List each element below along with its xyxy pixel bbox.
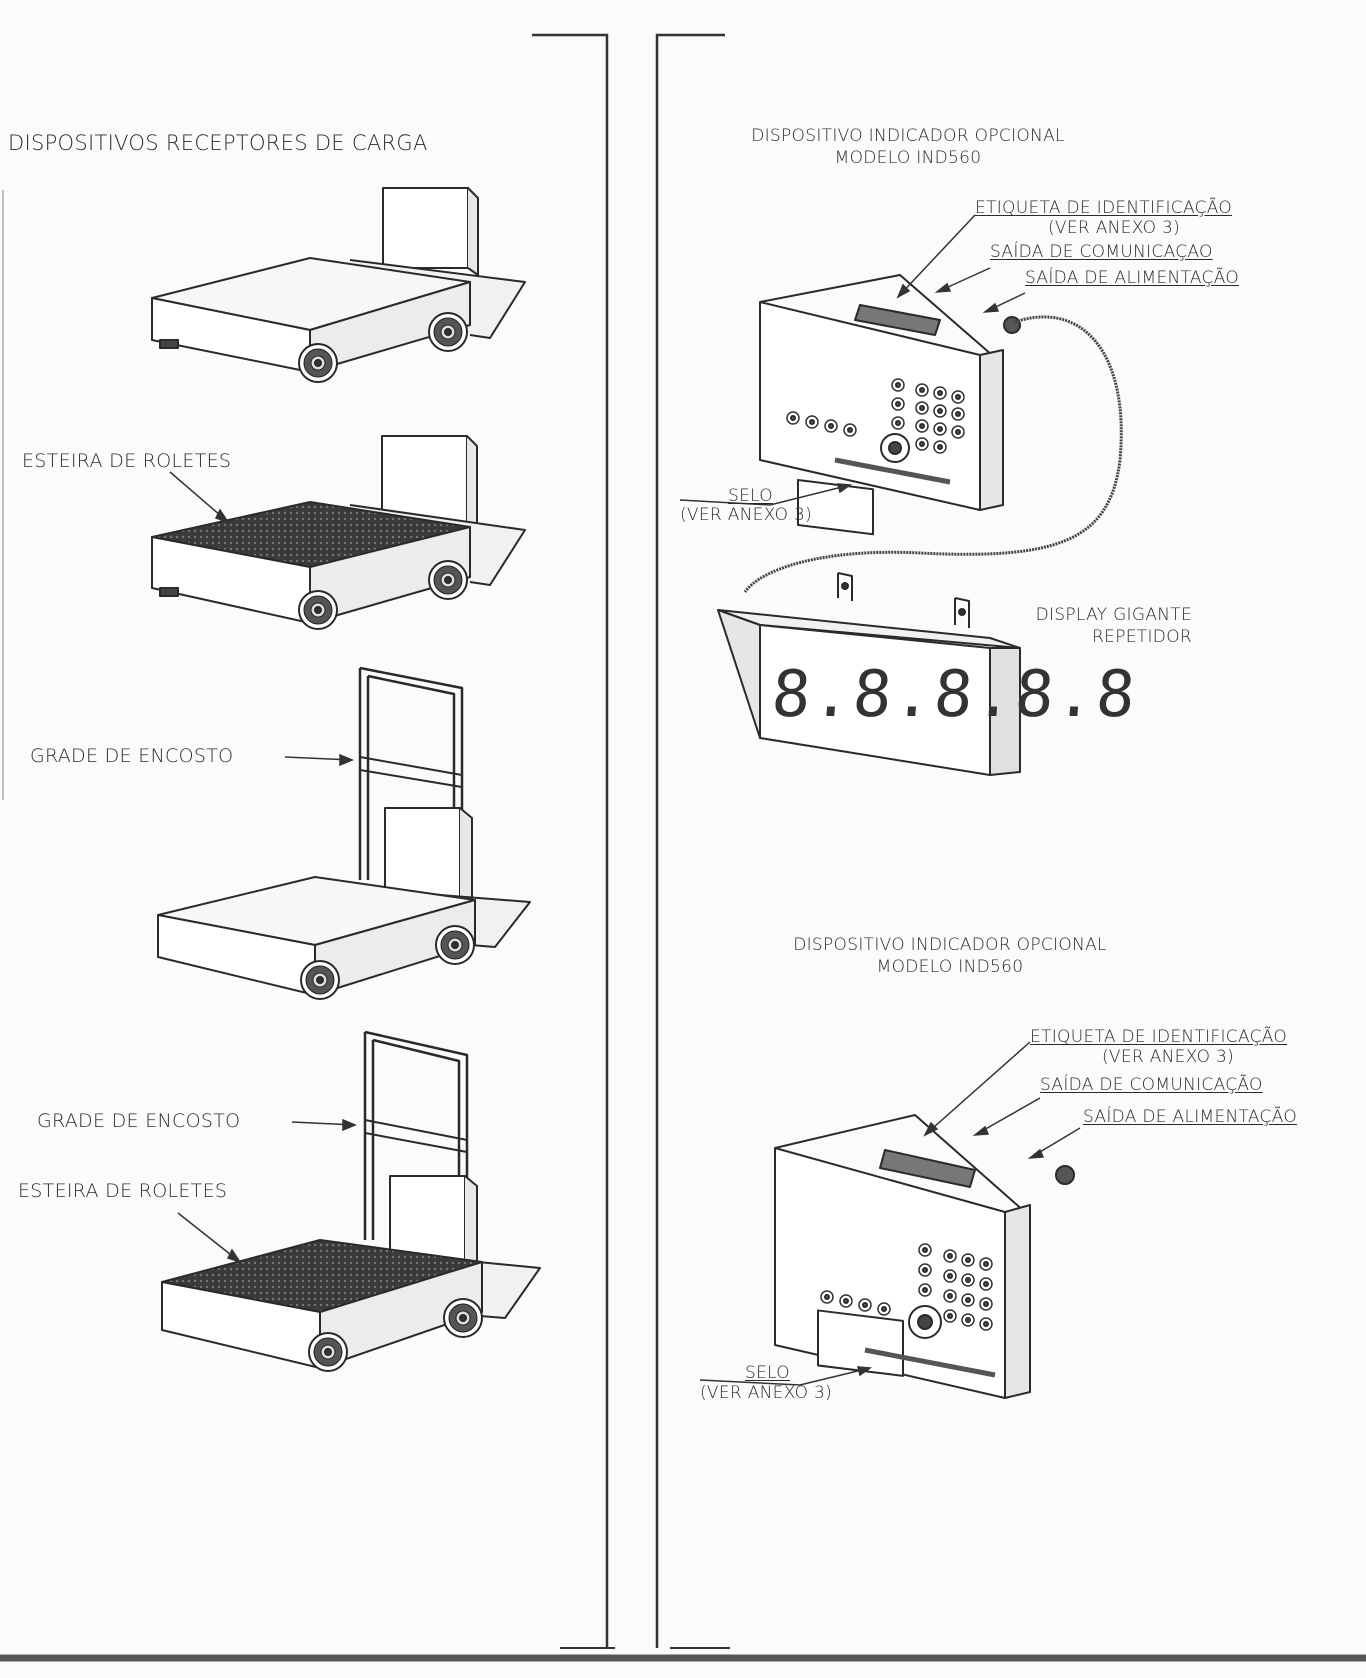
scale-plain bbox=[151, 187, 526, 383]
label-grade-2: GRADE DE ENCOSTO bbox=[37, 1110, 241, 1132]
display-digits: 8.8.8.8.8 bbox=[769, 658, 1140, 732]
top-comunicacao: SAÍDA DE COMUNICAÇAO bbox=[990, 242, 1213, 262]
label-esteira-2: ESTEIRA DE ROLETES bbox=[18, 1180, 228, 1202]
indicator-bottom bbox=[774, 1114, 1075, 1399]
bottom-alimentacao: SAÍDA DE ALIMENTAÇÃO bbox=[1083, 1107, 1298, 1127]
top-alimentacao: SAÍDA DE ALIMENTAÇÃO bbox=[1025, 268, 1240, 288]
label-esteira-1: ESTEIRA DE ROLETES bbox=[22, 450, 232, 472]
scale-backrest-rollers bbox=[161, 1030, 541, 1372]
bottom-indicator-leaders bbox=[699, 1041, 1081, 1386]
display-label-line2: REPETIDOR bbox=[1092, 627, 1192, 647]
top-indicator-leaders bbox=[679, 214, 1026, 506]
left-leaders bbox=[169, 471, 357, 1264]
bottom-comunicacao: SAÍDA DE COMUNICAÇÃO bbox=[1040, 1075, 1263, 1095]
left-title: DISPOSITIVOS RECEPTORES DE CARGA bbox=[8, 131, 428, 155]
bottom-title-line1: DISPOSITIVO INDICADOR OPCIONAL bbox=[793, 935, 1107, 955]
bottom-etiqueta-ref: (VER ANEXO 3) bbox=[1102, 1047, 1234, 1067]
display-label-line1: DISPLAY GIGANTE bbox=[1035, 605, 1192, 625]
bottom-title-line2: MODELO IND560 bbox=[876, 957, 1024, 977]
label-grade-1: GRADE DE ENCOSTO bbox=[30, 745, 234, 767]
top-selo: SELO bbox=[728, 486, 773, 506]
scale-rollers bbox=[151, 435, 526, 630]
top-title-line1: DISPOSITIVO INDICADOR OPCIONAL bbox=[751, 126, 1065, 146]
indicator-top bbox=[743, 274, 1123, 593]
bottom-selo: SELO bbox=[745, 1363, 790, 1383]
repeater-display bbox=[717, 572, 1021, 776]
top-etiqueta-ref: (VER ANEXO 3) bbox=[1048, 218, 1180, 238]
top-title-line2: MODELO IND560 bbox=[834, 148, 982, 168]
scale-backrest bbox=[157, 666, 531, 1000]
bottom-selo-ref: (VER ANEXO 3) bbox=[700, 1383, 832, 1403]
top-etiqueta: ETIQUETA DE IDENTIFICAÇÃO bbox=[975, 198, 1233, 218]
top-selo-ref: (VER ANEXO 3) bbox=[680, 505, 812, 525]
frame-lines bbox=[0, 33, 1366, 1662]
bottom-etiqueta: ETIQUETA DE IDENTIFICAÇÃO bbox=[1030, 1027, 1288, 1047]
